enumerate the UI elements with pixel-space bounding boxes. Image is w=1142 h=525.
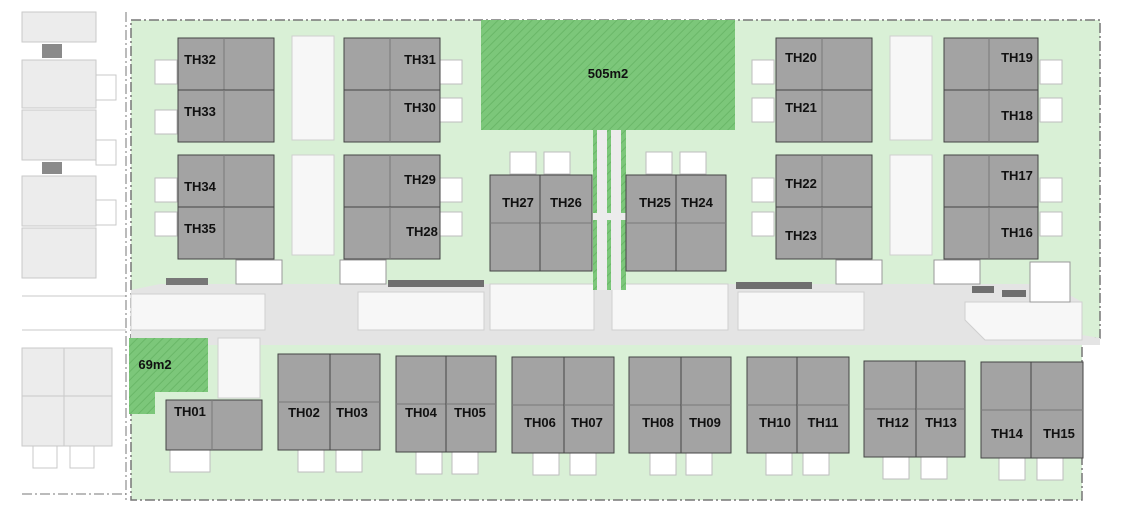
townhouse-th16[interactable] [943,206,1039,260]
townhouse-label-th35: TH35 [184,221,216,236]
townhouse-label-th19: TH19 [1001,50,1033,65]
courtyard-pad [765,452,793,476]
courtyard-pad [154,109,178,135]
townhouse-label-th12: TH12 [877,415,909,430]
townhouse-th22[interactable] [775,154,873,208]
townhouse-th01[interactable] [165,399,263,451]
townhouse-label-th21: TH21 [785,100,817,115]
townhouse-label-th26: TH26 [550,195,582,210]
townhouse-th29[interactable] [343,154,441,208]
courtyard-pad [297,449,325,473]
courtyard-pad [569,452,597,476]
townhouse-th30[interactable] [343,89,441,143]
courtyard-pad [439,59,463,85]
central-open-space-area-label: 505m2 [588,66,628,81]
courtyard-pad [645,151,673,175]
neighbouring-lots [21,11,126,469]
courtyard-pad [751,59,775,85]
townhouse-label-th06: TH06 [524,415,556,430]
courtyard-pad [1039,59,1063,85]
townhouse-th31[interactable] [343,37,441,91]
courtyard-pad [751,211,775,237]
courtyard-pad [1039,97,1063,123]
courtyard-pad [802,452,830,476]
courtyard-pad [998,457,1026,481]
corner-open-space-area-label: 69m2 [138,357,171,372]
townhouse-label-th30: TH30 [404,100,436,115]
courtyard-pad [335,449,363,473]
townhouse-label-th28: TH28 [406,224,438,239]
townhouse-label-th23: TH23 [785,228,817,243]
townhouse-label-th32: TH32 [184,52,216,67]
townhouse-label-th34: TH34 [184,179,217,194]
townhouse-label-th04: TH04 [405,405,438,420]
townhouse-label-th10: TH10 [759,415,791,430]
townhouse-label-th18: TH18 [1001,108,1033,123]
townhouse-label-th05: TH05 [454,405,486,420]
courtyard-pad [920,456,948,480]
townhouse-label-th16: TH16 [1001,225,1033,240]
courtyard-pad [685,452,713,476]
courtyard-pad [649,452,677,476]
townhouse-label-th15: TH15 [1043,426,1075,441]
courtyard-pad [451,451,479,475]
courtyard-pad [415,451,443,475]
central-open-space [481,20,735,290]
courtyard-pad [543,151,571,175]
townhouse-label-th24: TH24 [681,195,714,210]
courtyard-pad [1039,211,1063,237]
townhouse-th17[interactable] [943,154,1039,208]
townhouse-label-th11: TH11 [807,415,838,430]
townhouse-label-th13: TH13 [925,415,957,430]
townhouse-label-th14: TH14 [991,426,1024,441]
courtyard-pad [882,456,910,480]
corner-open-space [129,338,208,414]
courtyard-pad [439,211,463,237]
courtyard-pad [154,59,178,85]
courtyard-pad [154,211,178,237]
courtyard-pad [751,177,775,203]
townhouse-label-th09: TH09 [689,415,721,430]
courtyard-pad [439,177,463,203]
townhouse-label-th27: TH27 [502,195,534,210]
courtyard-pad [679,151,707,175]
townhouse-th19[interactable] [943,37,1039,91]
townhouse-label-th20: TH20 [785,50,817,65]
access-road [130,35,1100,399]
townhouse-label-th22: TH22 [785,176,817,191]
townhouse-label-th25: TH25 [639,195,671,210]
townhouse-th33[interactable] [177,89,275,143]
courtyard-pad [154,177,178,203]
townhouse-label-th02: TH02 [288,405,320,420]
townhouse-label-th33: TH33 [184,104,216,119]
townhouse-th23[interactable] [775,206,873,260]
townhouse-th35[interactable] [177,206,275,260]
townhouse-label-th01: TH01 [174,404,206,419]
townhouse-th32[interactable] [177,37,275,91]
townhouse-th21[interactable] [775,89,873,143]
townhouse-th34[interactable] [177,154,275,208]
townhouse-th20[interactable] [775,37,873,91]
townhouse-label-th03: TH03 [336,405,368,420]
courtyard-pad [532,452,560,476]
courtyard-pad [1036,457,1064,481]
townhouse-label-th17: TH17 [1001,168,1033,183]
courtyard-pad [751,97,775,123]
townhouse-th28[interactable] [343,206,441,260]
courtyard-pad [509,151,537,175]
townhouse-label-th07: TH07 [571,415,603,430]
townhouse-label-th31: TH31 [404,52,436,67]
townhouse-th18[interactable] [943,89,1039,143]
courtyard-pad [439,97,463,123]
courtyard-pad [1039,177,1063,203]
townhouse-label-th08: TH08 [642,415,674,430]
courtyard-pad [169,449,211,473]
townhouse-label-th29: TH29 [404,172,436,187]
